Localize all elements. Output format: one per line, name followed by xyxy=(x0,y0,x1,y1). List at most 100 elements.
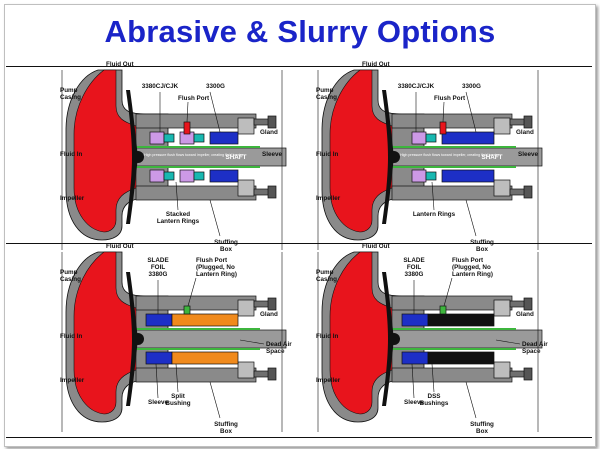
flush-port xyxy=(439,121,447,135)
leader-bottom-mid xyxy=(431,181,435,211)
gland-lower xyxy=(493,361,511,379)
stud-nut-upper xyxy=(267,297,277,311)
label-fluid-out: Fluid Out xyxy=(106,243,135,250)
flush-part-lower-1 xyxy=(193,171,205,181)
leader-stuffing-box xyxy=(209,199,221,237)
flush-part-upper-0 xyxy=(425,133,437,143)
pumped-fluid xyxy=(329,251,393,415)
slide-title: Abrasive & Slurry Options xyxy=(104,14,496,49)
packing-lower xyxy=(401,351,429,365)
shaft-label: SHAFT xyxy=(482,154,503,161)
packing-upper xyxy=(209,131,239,145)
label-seal-a: 3380CJ/CJK xyxy=(398,83,435,90)
label-gland: Gland xyxy=(260,311,278,318)
leader-bottom-mid xyxy=(431,363,435,393)
stud-nut-upper xyxy=(267,115,277,129)
shaft-label: SHAFT xyxy=(226,154,247,161)
gland-upper xyxy=(237,117,255,135)
leader-seal-b xyxy=(465,91,477,133)
leader-flush-port xyxy=(186,101,189,123)
label-fluid-in: Fluid In xyxy=(316,151,339,158)
packing-lower xyxy=(441,169,495,183)
lantern-ring-upper-0 xyxy=(149,131,165,145)
pumped-fluid xyxy=(73,69,137,233)
label-fluid-out: Fluid Out xyxy=(362,243,391,250)
leader-sleeve xyxy=(411,363,415,399)
gland-upper xyxy=(493,299,511,317)
leader-bottom-mid xyxy=(175,363,179,393)
label-seal-a: 3380CJ/CJK xyxy=(142,83,179,90)
label-fluid-out: Fluid Out xyxy=(106,61,135,68)
gland-upper xyxy=(237,299,255,317)
label-gland: Gland xyxy=(516,311,534,318)
divider-middle xyxy=(6,243,592,244)
gland-lower xyxy=(237,179,255,197)
stud-nut-upper xyxy=(523,115,533,129)
impeller-hub xyxy=(132,151,144,163)
label-sleeve: Sleeve xyxy=(148,399,168,406)
label-gland: Gland xyxy=(516,129,534,136)
flush-part-lower-0 xyxy=(163,171,175,181)
stud-nut-lower xyxy=(523,185,533,199)
gland-lower xyxy=(237,361,255,379)
stud-nut-lower xyxy=(267,367,277,381)
label-sleeve: Sleeve xyxy=(518,151,538,158)
lantern-ring-upper-0 xyxy=(411,131,427,145)
shaft-note: High pressure flush flows toward impelle… xyxy=(144,153,244,157)
divider-top xyxy=(6,66,592,67)
flush-part-lower-0 xyxy=(425,171,437,181)
bushing-lower xyxy=(171,351,239,365)
flush-part-upper-0 xyxy=(163,133,175,143)
label-fluid-out: Fluid Out xyxy=(362,61,391,68)
label-fluid-in: Fluid In xyxy=(60,151,83,158)
flush-port-plug xyxy=(439,305,447,315)
packing-upper xyxy=(441,131,495,145)
leader-sleeve xyxy=(155,363,159,399)
leader-bottom-mid xyxy=(175,181,179,211)
shaft-note: High pressure flush flows toward impelle… xyxy=(400,153,500,157)
label-fluid-in: Fluid In xyxy=(316,333,339,340)
label-fluid-in: Fluid In xyxy=(60,333,83,340)
bushing-upper xyxy=(427,313,495,327)
leader-seal-b xyxy=(209,91,221,133)
leader-stuffing-box xyxy=(465,381,477,419)
panel-top-left: High pressure flush flows toward impelle… xyxy=(60,61,287,253)
label-gland: Gland xyxy=(260,129,278,136)
shaft xyxy=(391,329,543,349)
leader-stuffing-box xyxy=(209,381,221,419)
lantern-ring-lower-0 xyxy=(411,169,427,183)
gland-upper xyxy=(493,117,511,135)
lantern-ring-lower-1 xyxy=(179,169,195,183)
shaft xyxy=(135,329,287,349)
leader-flush-port xyxy=(187,277,197,307)
leader-stuffing-box xyxy=(465,199,477,237)
leader-dead-air xyxy=(239,339,265,345)
label-impeller: Impeller xyxy=(60,195,85,202)
flush-part-upper-1 xyxy=(193,133,205,143)
packing-upper xyxy=(401,313,429,327)
leader-flush-port xyxy=(442,101,445,123)
divider-bottom xyxy=(6,437,592,438)
impeller-hub xyxy=(388,151,400,163)
flush-port-plug xyxy=(183,305,191,315)
bushing-lower xyxy=(427,351,495,365)
label-impeller: Impeller xyxy=(316,195,341,202)
packing-lower xyxy=(145,351,173,365)
label-flush-port: Flush Port xyxy=(434,95,466,102)
packing-lower xyxy=(209,169,239,183)
